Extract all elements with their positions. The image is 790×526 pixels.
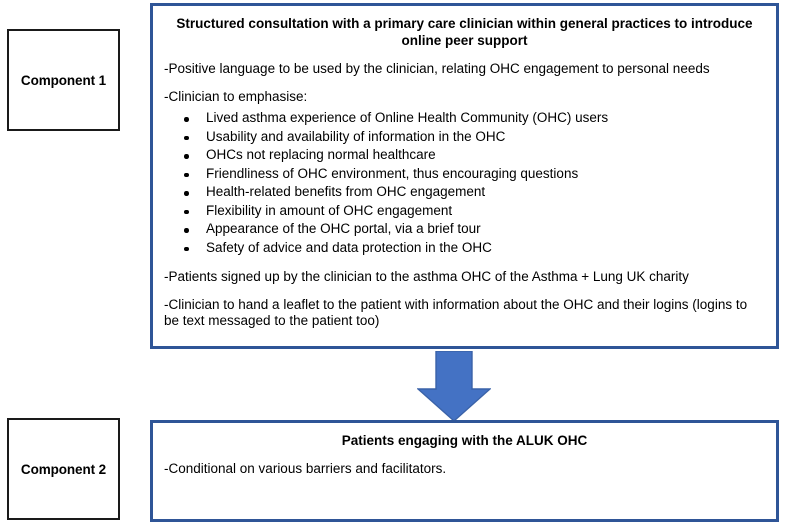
bullet-dot-icon [184,135,189,140]
flow-arrow [417,351,491,422]
component-1-emphasis-list: Lived asthma experience of Online Health… [164,109,765,257]
list-item: Appearance of the OHC portal, via a brie… [164,220,765,239]
list-item-label: Lived asthma experience of Online Health… [206,110,609,125]
list-item-label: Flexibility in amount of OHC engagement [206,202,453,218]
bullet-dot-icon [184,117,189,122]
list-item-label: OHCs not replacing normal healthcare [206,147,436,162]
component-1-label: Component 1 [20,72,107,88]
bullet-dot-icon [184,154,189,159]
component-2-title: Patients engaging with the ALUK OHC [341,433,588,448]
component-1-paragraph-3: -Patients signed up by the clinician to … [164,269,689,284]
component-1-panel: Structured consultation with a primary c… [150,3,779,349]
list-item-label: Safety of advice and data protection in … [206,239,492,255]
list-item: Friendliness of OHC environment, thus en… [164,165,765,184]
list-item: OHCs not replacing normal healthcare [164,146,765,165]
list-item-label: Friendliness of OHC environment, thus en… [206,165,579,181]
bullet-dot-icon [184,246,189,251]
component-1-paragraph-1: -Positive language to be used by the cli… [164,61,710,76]
bullet-dot-icon [184,191,189,196]
list-item-label: Appearance of the OHC portal, via a brie… [206,221,481,236]
component-1-label-box: Component 1 [7,29,120,131]
down-arrow-icon [417,351,491,422]
list-item: Lived asthma experience of Online Health… [164,109,765,128]
list-item: Safety of advice and data protection in … [164,239,765,258]
list-item: Flexibility in amount of OHC engagement [164,202,765,221]
component-2-panel: Patients engaging with the ALUK OHC -Con… [150,420,779,522]
list-item-label: Health-related benefits from OHC engagem… [206,184,486,199]
component-1-title: Structured consultation with a primary c… [176,16,753,48]
component-2-label: Component 2 [20,461,107,477]
list-item: Health-related benefits from OHC engagem… [164,183,765,202]
list-item: Usability and availability of informatio… [164,128,765,147]
bullet-dot-icon [184,209,189,214]
component-2-label-box: Component 2 [7,418,120,520]
component-1-paragraph-4: -Clinician to hand a leaflet to the pati… [164,297,748,328]
bullet-dot-icon [184,228,189,233]
component-2-paragraph-1: -Conditional on various barriers and fac… [164,461,447,476]
list-item-label: Usability and availability of informatio… [206,128,506,144]
bullet-dot-icon [184,172,189,177]
component-1-paragraph-2: -Clinician to emphasise: [164,89,308,104]
